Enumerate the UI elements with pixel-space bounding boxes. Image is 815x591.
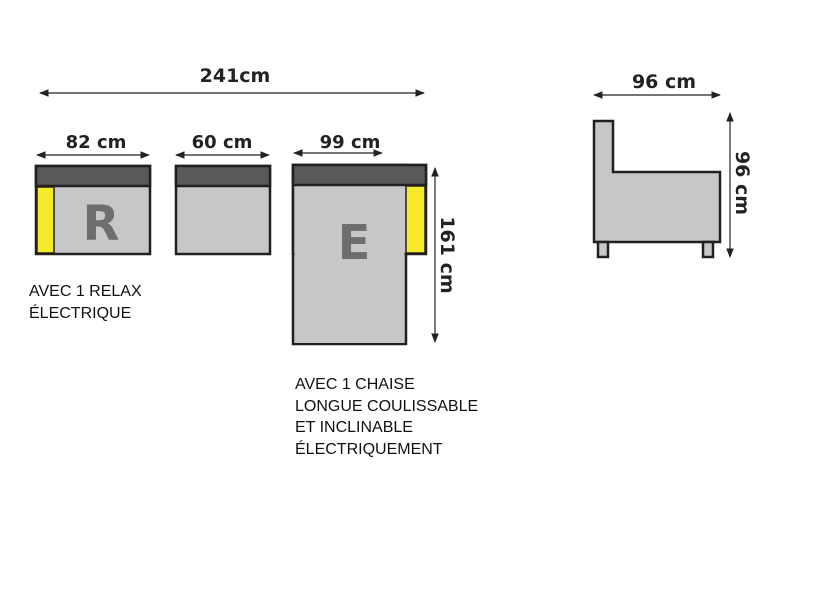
chaise-note: AVEC 1 CHAISE LONGUE COULISSABLE ET INCL… — [295, 374, 478, 460]
side-width-dimension: 96 cm — [593, 71, 721, 99]
side-width-label: 96 cm — [632, 71, 696, 93]
relax-note-line-1: AVEC 1 RELAX — [29, 283, 142, 300]
module-e-depth-dimension: 161 cm — [431, 167, 458, 343]
module-e: E — [291, 163, 428, 346]
relax-motor-highlight — [36, 186, 55, 254]
module-e-fill — [294, 186, 405, 343]
chaise-note-line-1: AVEC 1 CHAISE — [295, 376, 415, 393]
side-view-front-leg — [596, 240, 610, 259]
side-height-dimension: 96 cm — [726, 112, 753, 258]
relax-note-line-2: ÉLECTRIQUE — [29, 304, 132, 322]
chaise-note-line-4: ÉLECTRIQUEMENT — [295, 440, 443, 458]
chaise-motor-highlight — [405, 185, 426, 254]
module-e-width-label: 99 cm — [320, 132, 381, 153]
module-middle-width-dimension: 60 cm — [175, 132, 270, 159]
module-middle — [174, 164, 272, 256]
side-view-body — [592, 119, 722, 244]
module-r-backrest — [34, 164, 152, 188]
module-r-width-dimension: 82 cm — [36, 132, 150, 159]
side-view-back-leg — [701, 240, 715, 259]
total-width-dimension: 241cm — [39, 65, 425, 97]
module-e-letter: E — [338, 215, 371, 271]
relax-note: AVEC 1 RELAX ÉLECTRIQUE — [29, 281, 142, 324]
module-e-width-dimension: 99 cm — [293, 132, 383, 157]
total-width-label: 241cm — [200, 65, 271, 87]
side-view — [592, 119, 722, 259]
module-middle-backrest — [174, 164, 272, 188]
module-r: R — [34, 164, 152, 256]
side-height-label: 96 cm — [731, 151, 753, 215]
chaise-note-line-2: LONGUE COULISSABLE — [295, 397, 479, 415]
module-r-letter: R — [83, 196, 120, 252]
module-e-backrest — [291, 163, 428, 187]
chaise-note-line-3: ET INCLINABLE — [295, 419, 413, 436]
module-r-width-label: 82 cm — [66, 132, 127, 153]
module-middle-width-label: 60 cm — [192, 132, 253, 153]
module-e-depth-label: 161 cm — [436, 216, 458, 293]
